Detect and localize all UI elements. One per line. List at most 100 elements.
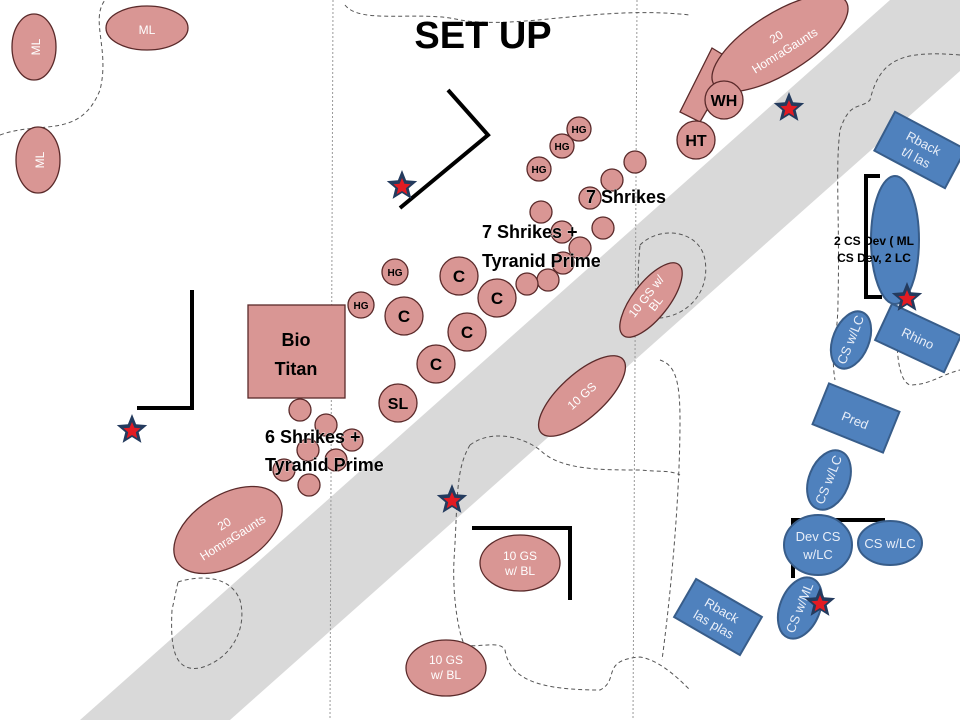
terrain-outline <box>469 435 681 476</box>
shrike-base <box>536 268 560 292</box>
svg-text:Titan: Titan <box>275 359 318 379</box>
zone-divider <box>632 0 638 720</box>
shrike-base <box>515 272 539 296</box>
unit-cs-lascannon: CS w/LC <box>857 520 923 566</box>
unit-c: C <box>447 312 487 352</box>
label-6-shrikes-tp: Tyranid Prime <box>265 455 384 475</box>
shrike-base <box>272 458 296 482</box>
objective-star-icon <box>773 92 805 121</box>
terrain-outline <box>344 4 691 23</box>
svg-text:C: C <box>430 355 442 374</box>
objective-markers <box>116 92 923 616</box>
unit-cs-lascannon: CS w/LC <box>829 310 873 370</box>
svg-text:C: C <box>491 289 503 308</box>
wall-terrain <box>137 290 194 410</box>
svg-text:ML: ML <box>33 151 47 168</box>
svg-text:10 GS: 10 GS <box>429 653 463 667</box>
wall-terrain <box>864 174 882 299</box>
svg-text:C: C <box>453 267 465 286</box>
label-7-shrikes: 7 Shrikes <box>586 187 666 207</box>
unit-genestealers: 10 GSw/ BL <box>479 534 561 592</box>
shrike-base <box>578 186 602 210</box>
svg-text:C: C <box>461 323 473 342</box>
unit-dev-cs-lascannon: Dev CS w/LC <box>783 514 853 576</box>
shrike-base <box>529 200 553 224</box>
shrike-base <box>568 236 592 260</box>
shrike-base <box>623 150 647 174</box>
label-7-shrikes-tp: Tyranid Prime <box>482 251 601 271</box>
shrike-base <box>288 398 312 422</box>
svg-text:ML: ML <box>139 23 156 37</box>
shrike-base <box>550 220 574 244</box>
unit-c: C <box>384 296 424 336</box>
svg-text:Dev CS: Dev CS <box>796 529 841 544</box>
svg-text:HG: HG <box>532 165 547 176</box>
unit-sl: SL <box>378 383 418 423</box>
svg-text:HG: HG <box>354 301 369 312</box>
unit-c: C <box>477 278 517 318</box>
svg-text:CS w/LC: CS w/LC <box>864 536 915 551</box>
shrike-base <box>324 448 348 472</box>
svg-text:HG: HG <box>555 142 570 153</box>
svg-text:C: C <box>398 307 410 326</box>
svg-text:Bio: Bio <box>282 330 311 350</box>
unit-hg: HG <box>566 116 592 142</box>
unit-ht: HT <box>676 120 716 160</box>
svg-text:CS Dev, 2 LC: CS Dev, 2 LC <box>837 251 911 265</box>
unit-ml: ML <box>15 126 61 194</box>
svg-text:w/ BL: w/ BL <box>504 564 535 578</box>
unit-genestealers: 10 GS w/BL <box>619 262 683 338</box>
center-band <box>80 0 960 720</box>
shrike-base <box>600 168 624 192</box>
label-7-shrikes-tp: 7 Shrikes + <box>482 222 578 242</box>
terrain-outline <box>0 0 106 136</box>
objective-star-icon <box>386 170 418 199</box>
shrike-base <box>297 473 321 497</box>
unit-rhino: Rhino <box>873 302 960 374</box>
svg-text:WH: WH <box>711 93 738 110</box>
svg-text:w/LC: w/LC <box>802 547 833 562</box>
unit-hg: HG <box>381 258 409 286</box>
shrike-base <box>551 251 575 275</box>
label-6-shrikes-tp: 6 Shrikes + <box>265 427 361 447</box>
svg-text:10 GS: 10 GS <box>503 549 537 563</box>
svg-text:HG: HG <box>572 125 587 136</box>
terrain-outline <box>832 53 960 381</box>
unit-c: C <box>416 344 456 384</box>
unit-wh: WH <box>704 80 744 120</box>
wall-terrain <box>398 88 491 210</box>
unit-cs-devastators: 2 CS Dev ( ML CS Dev, 2 LC <box>834 175 920 305</box>
unit-ml: ML <box>11 13 57 81</box>
unit-ml: ML <box>105 5 189 51</box>
shrike-base <box>296 438 320 462</box>
svg-text:2 CS Dev ( ML: 2 CS Dev ( ML <box>834 234 914 248</box>
unit-hg: HG <box>549 133 575 159</box>
unit-genestealers: 10 GS <box>537 355 627 437</box>
shrike-base <box>340 428 364 452</box>
unit-cs-missile-launcher: CS w/ML <box>776 576 824 640</box>
objective-star-icon <box>891 282 923 311</box>
unit-c: C <box>439 256 479 296</box>
unit-genestealers: 10 GSw/ BL <box>405 639 487 697</box>
objective-star-icon <box>116 414 148 443</box>
terrain-outline <box>453 444 691 691</box>
svg-text:ML: ML <box>29 38 43 55</box>
svg-text:SL: SL <box>388 396 409 413</box>
unit-cs-lascannon: CS w/LC <box>806 449 852 511</box>
objective-star-icon <box>804 587 836 616</box>
wall-terrain <box>472 526 572 600</box>
svg-text:HT: HT <box>685 133 707 150</box>
unit-hg: HG <box>526 156 552 182</box>
objective-star-icon <box>436 484 468 513</box>
unit-predator: Pred <box>811 382 901 454</box>
shrike-base <box>314 413 338 437</box>
svg-text:HG: HG <box>388 268 403 279</box>
page-title: SET UP <box>414 15 551 57</box>
shrike-base <box>591 216 615 240</box>
unit-hg: HG <box>347 291 375 319</box>
